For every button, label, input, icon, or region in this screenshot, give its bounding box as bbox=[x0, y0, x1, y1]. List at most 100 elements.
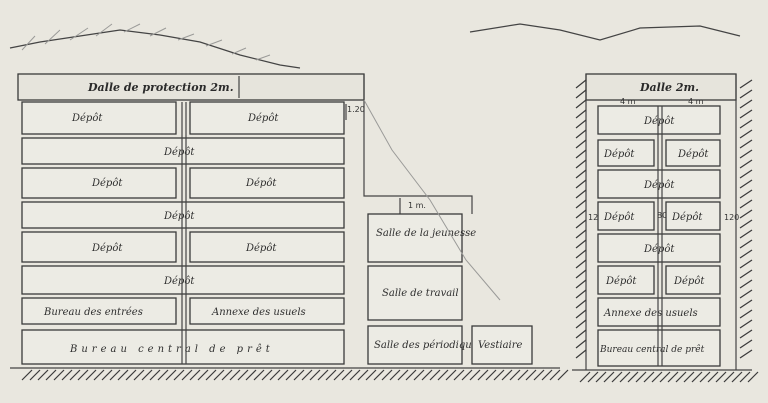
ground-hatch-stroke bbox=[69, 369, 81, 381]
ground-hatch-stroke bbox=[517, 369, 529, 381]
left-building-section: Dalle de protection 2m. 1.20 Dépôt Dépôt… bbox=[17, 73, 533, 365]
ground-hatch-stroke bbox=[109, 369, 121, 381]
wall-hatch-stroke bbox=[739, 299, 753, 309]
ground-hatch-stroke bbox=[365, 369, 377, 381]
protection-slab-label: Dalle de protection 2m. bbox=[87, 81, 234, 94]
wall-hatch-stroke bbox=[575, 249, 587, 259]
wall-hatch-stroke bbox=[575, 279, 587, 289]
ground-hatch-stroke bbox=[699, 371, 711, 383]
depot-label: Dépôt bbox=[603, 149, 635, 160]
wall-hatch-stroke bbox=[575, 229, 587, 239]
wall-hatch-stroke bbox=[575, 309, 587, 319]
salle-jeunesse-label: Salle de la jeunesse bbox=[376, 228, 476, 239]
ground-hatch-stroke bbox=[619, 371, 631, 383]
depot-label: Dépôt bbox=[163, 211, 195, 222]
depot-room bbox=[597, 233, 721, 263]
ground-hatch-stroke bbox=[293, 369, 305, 381]
ground-hatch-stroke bbox=[333, 369, 345, 381]
ground-hatch-stroke bbox=[739, 371, 751, 383]
ground-hatch-stroke bbox=[93, 369, 105, 381]
ground-hatch-stroke bbox=[557, 369, 569, 381]
ground-hatch-stroke bbox=[461, 369, 473, 381]
depot-room bbox=[21, 201, 345, 229]
wall-hatch-stroke bbox=[739, 99, 753, 109]
depot-room bbox=[597, 139, 655, 167]
ground-hatch-stroke bbox=[635, 371, 647, 383]
annexe-usuels-label: Annexe des usuels bbox=[603, 308, 698, 319]
ground-hatch-stroke bbox=[691, 371, 703, 383]
ground-hatch-stroke bbox=[77, 369, 89, 381]
ground-hatch-stroke bbox=[325, 369, 337, 381]
ground-hatch-stroke bbox=[731, 371, 743, 383]
ground-hatch-stroke bbox=[277, 369, 289, 381]
ground-hatch-stroke bbox=[453, 369, 465, 381]
ground-hatch-stroke bbox=[397, 369, 409, 381]
wall-hatch-stroke bbox=[575, 349, 587, 359]
ground-hatching bbox=[21, 369, 569, 381]
ground-hatch-stroke bbox=[309, 369, 321, 381]
depot-room bbox=[189, 167, 345, 199]
wall-hatch-stroke bbox=[739, 199, 753, 209]
ground-hatch-stroke bbox=[405, 369, 417, 381]
wall-hatch-stroke bbox=[739, 149, 753, 159]
ground-hatch-stroke bbox=[595, 371, 607, 383]
ground-hatch-stroke bbox=[237, 369, 249, 381]
ground-hatch-stroke bbox=[643, 371, 655, 383]
wall-hatch-stroke bbox=[739, 139, 753, 149]
depot-room bbox=[665, 139, 721, 167]
depot-label: Dépôt bbox=[603, 212, 635, 223]
ground-hatch-stroke bbox=[101, 369, 113, 381]
ground-hatch-stroke bbox=[541, 369, 553, 381]
ground-hatch-stroke bbox=[229, 369, 241, 381]
wall-hatch-stroke bbox=[739, 179, 753, 189]
ground-hatch-stroke bbox=[445, 369, 457, 381]
wall-hatch-stroke bbox=[575, 269, 587, 279]
wall-hatch-stroke bbox=[739, 239, 753, 249]
salle-periodiques-room bbox=[367, 325, 463, 365]
ground-hatch-stroke bbox=[261, 369, 273, 381]
vestiaire-room bbox=[471, 325, 533, 365]
depot-room bbox=[665, 201, 721, 231]
depot-label: Dépôt bbox=[677, 149, 709, 160]
depot-room bbox=[597, 265, 655, 295]
ground-hatch-stroke bbox=[747, 371, 759, 383]
depot-room bbox=[189, 231, 345, 263]
wall-hatch-stroke bbox=[739, 349, 753, 359]
ground-hatch-stroke bbox=[349, 369, 361, 381]
wall-hatch-stroke bbox=[739, 229, 753, 239]
slope-line bbox=[363, 99, 501, 301]
wall-hatch-stroke bbox=[575, 159, 587, 169]
ground-hatch-stroke bbox=[253, 369, 265, 381]
depot-label: Dépôt bbox=[643, 244, 675, 255]
wall-hatch-stroke bbox=[575, 209, 587, 219]
ground-hatch-stroke bbox=[501, 369, 513, 381]
ground-hatch-stroke bbox=[627, 371, 639, 383]
wall-hatch-stroke bbox=[739, 269, 753, 279]
ground-hatch-stroke bbox=[413, 369, 425, 381]
ground-hatch-stroke bbox=[373, 369, 385, 381]
depot-room bbox=[21, 265, 345, 295]
wing-outline bbox=[363, 74, 473, 214]
wall-hatch-stroke bbox=[575, 129, 587, 139]
wall-hatch-stroke bbox=[575, 79, 587, 89]
ground-hatch-stroke bbox=[587, 371, 599, 383]
depot-label: Dépôt bbox=[605, 276, 637, 287]
depot-room bbox=[597, 105, 721, 135]
wall-hatch-stroke bbox=[575, 179, 587, 189]
ground-hatch-stroke bbox=[707, 371, 719, 383]
ground-hatch-stroke bbox=[29, 369, 41, 381]
ground-hatch-stroke bbox=[723, 371, 735, 383]
ground-hatch-stroke bbox=[675, 371, 687, 383]
wall-hatch-stroke bbox=[575, 139, 587, 149]
ground-hatch-stroke bbox=[549, 369, 561, 381]
wall-hatch-stroke bbox=[739, 119, 753, 129]
wall-hatch-stroke bbox=[739, 329, 753, 339]
right-slab-label: Dalle 2m. bbox=[639, 81, 699, 94]
depot-label: Dépôt bbox=[163, 276, 195, 287]
wall-hatch-stroke bbox=[575, 99, 587, 109]
ground-hatch-stroke bbox=[715, 371, 727, 383]
wall-hatch-stroke bbox=[739, 79, 753, 89]
wall-hatch-stroke bbox=[739, 289, 753, 299]
ground-hatch-stroke bbox=[317, 369, 329, 381]
